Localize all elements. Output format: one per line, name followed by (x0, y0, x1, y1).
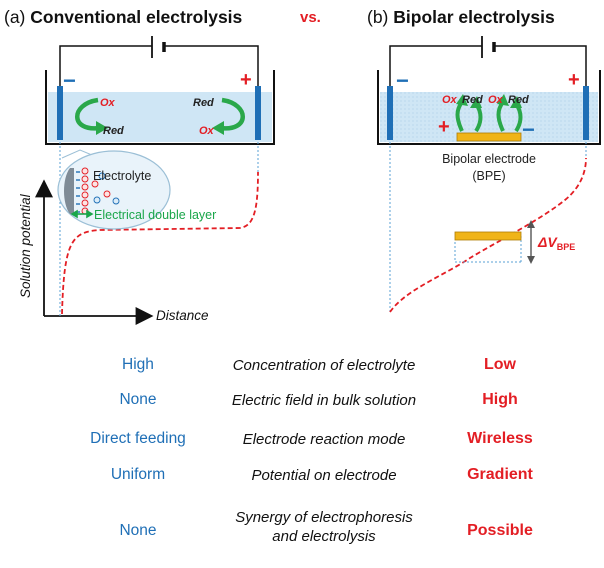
red-label-b-1: Red (462, 94, 483, 106)
reduction-arrow-a (75, 97, 101, 131)
bpe-arrowhead-2 (470, 96, 482, 108)
cation-layer (81, 167, 89, 215)
double-layer-arrow (70, 209, 94, 219)
anode-b (583, 86, 589, 140)
wire-left-a (59, 45, 152, 92)
y-axis-label-a: Solution potential (18, 193, 33, 298)
bpe-label-line1: Bipolar electrode (442, 152, 536, 166)
red-label-b-2: Red (508, 94, 529, 106)
reduction-arrowhead-a (96, 121, 108, 135)
delta-v-arrowhead-down (527, 256, 535, 264)
potential-curve-a (61, 171, 259, 315)
plus-sign-a: + (240, 69, 252, 91)
property-label: Electrode reaction mode (242, 431, 406, 448)
bpe-arrowhead-3 (497, 94, 509, 106)
electrolyte-label: Electrolyte (93, 169, 151, 183)
diffuse-ions (91, 172, 120, 205)
bpe-minus-sign: − (522, 117, 535, 142)
vs-label: vs. (300, 9, 321, 26)
vessel-a (45, 70, 275, 145)
conventional-value: Direct feeding (90, 430, 186, 447)
bipolar-value: High (482, 391, 518, 408)
property-label: Potential on electrode (251, 467, 397, 484)
panel-a-cell: − + Ox Red Red Ox Solution potential Dis… (18, 36, 275, 325)
red-label-a-right: Red (193, 97, 214, 109)
delta-v-arrowhead-up (527, 220, 535, 228)
property-label: Concentration of electrolyte (232, 357, 416, 374)
anode-a (255, 86, 261, 140)
bpe-arrowhead-1 (456, 94, 468, 106)
bpe-label-line2: (BPE) (472, 169, 505, 183)
panel-a-title: (a) Conventional electrolysis (4, 7, 243, 27)
ox-label-b-2: Ox (488, 94, 504, 106)
solution-a (48, 92, 272, 142)
conventional-value: Uniform (110, 466, 166, 483)
ox-label-b-1: Ox (442, 94, 458, 106)
delta-v-label: ΔVBPE (537, 234, 575, 252)
bipolar-value: Wireless (467, 430, 533, 447)
bpe-plus-sign: + (438, 116, 450, 138)
ox-label-a-left: Ox (100, 97, 116, 109)
cathode-b (387, 86, 393, 140)
conventional-value: High (122, 356, 154, 373)
bipolar-value: Low (484, 356, 516, 373)
minus-sign-a: − (63, 68, 76, 93)
oxidation-arrowhead-a (212, 121, 224, 135)
wire-right-a (164, 45, 259, 92)
oxidation-arrow-a (219, 97, 245, 131)
property-label: Synergy of electrophoresis and electroly… (235, 509, 413, 545)
conventional-value: None (119, 522, 157, 539)
bipolar-value: Gradient (467, 466, 533, 483)
plus-sign-b: + (568, 69, 580, 91)
conventional-value: None (119, 391, 157, 408)
bipolar-value: Possible (467, 522, 533, 539)
x-axis-label-a: Distance (156, 308, 209, 323)
bpe-arrowhead-4 (510, 96, 522, 108)
vessel-b (377, 70, 601, 145)
property-label: Electric field in bulk solution (231, 392, 417, 409)
ox-label-a-right: Ox (199, 125, 215, 137)
red-label-a-left: Red (103, 125, 124, 137)
double-layer-label: Electrical double layer (94, 208, 216, 222)
minus-sign-b: − (396, 68, 409, 93)
wire-left-b (389, 45, 482, 92)
electrode-surface (64, 168, 74, 214)
bpe-in-potential-plot (454, 231, 522, 241)
bipolar-electrode (456, 132, 522, 142)
electrolysis-diagram: (a) Conventional electrolysis vs. (b) Bi… (4, 7, 601, 325)
panel-b-title: (b) Bipolar electrolysis (367, 7, 555, 27)
panel-b-cell: − + Ox Red Ox Red + − Bipolar electrode … (377, 36, 601, 314)
wire-right-b (494, 45, 587, 92)
potential-curve-b (389, 157, 587, 313)
cathode-a (57, 86, 63, 140)
